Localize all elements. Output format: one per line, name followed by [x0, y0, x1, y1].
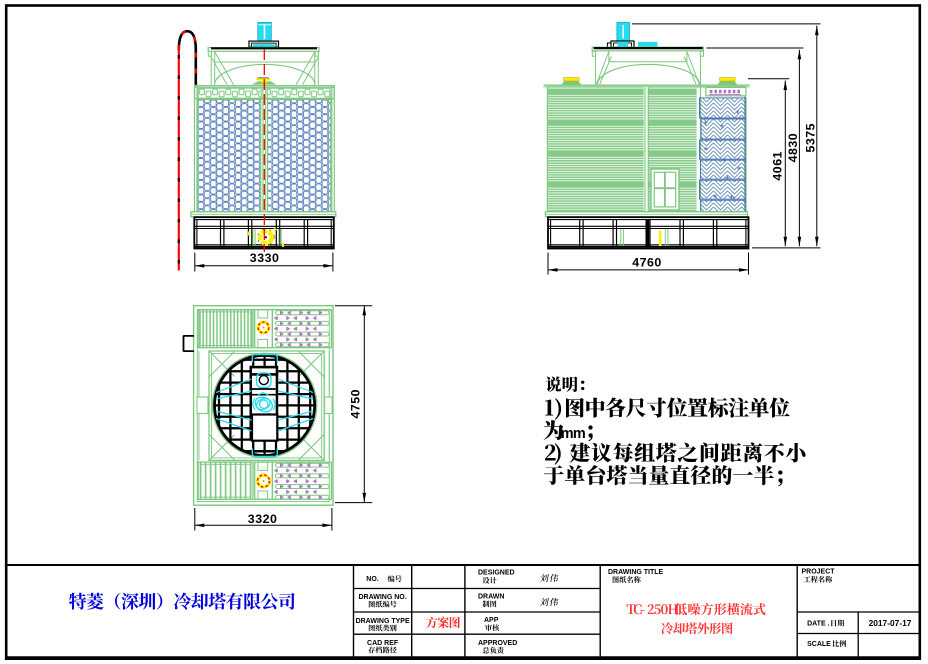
svg-text:4830: 4830: [786, 133, 800, 163]
svg-text:DESIGNED: DESIGNED: [478, 570, 515, 577]
svg-text:SCALE: SCALE: [807, 641, 831, 648]
svg-text:2017-07-17: 2017-07-17: [869, 618, 912, 628]
svg-text:PROJECT: PROJECT: [802, 569, 836, 576]
svg-text:DRAWING TITLE: DRAWING TITLE: [608, 569, 664, 576]
svg-text:4061: 4061: [770, 151, 784, 181]
svg-text:4760: 4760: [632, 255, 662, 269]
svg-text:DRAWING TYPE: DRAWING TYPE: [356, 618, 410, 625]
svg-text:DATE .: DATE .: [807, 621, 829, 628]
svg-text:3320: 3320: [248, 512, 278, 526]
svg-text:APPROVED: APPROVED: [478, 640, 517, 647]
svg-text:NO.: NO.: [366, 576, 379, 583]
svg-text:DRAWING NO.: DRAWING NO.: [358, 594, 406, 601]
svg-text:5375: 5375: [804, 123, 818, 153]
svg-text:mm: mm: [561, 426, 585, 442]
svg-text:APP: APP: [484, 617, 499, 624]
svg-text:DRAWN: DRAWN: [478, 593, 504, 600]
svg-text:3330: 3330: [250, 251, 280, 265]
svg-text:4750: 4750: [348, 389, 362, 419]
svg-text:CAD REF: CAD REF: [367, 640, 399, 647]
